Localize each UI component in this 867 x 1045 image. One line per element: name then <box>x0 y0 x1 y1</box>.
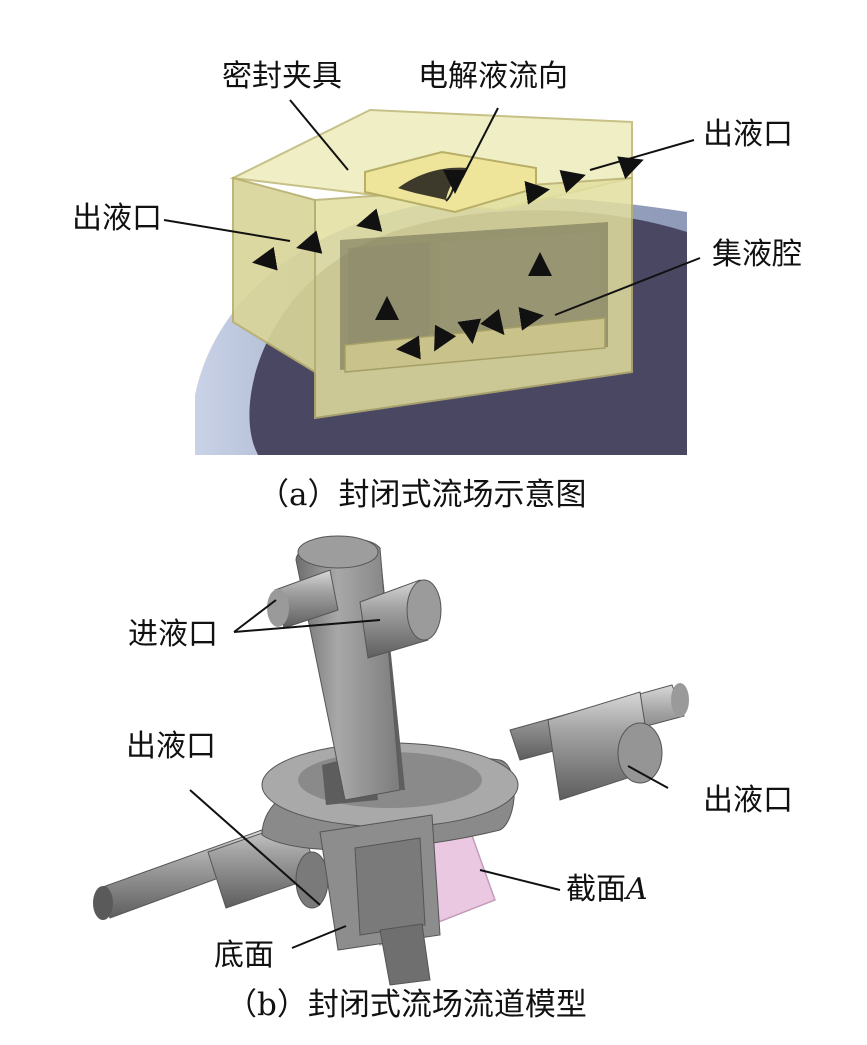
label-bottom: 底面 <box>214 938 274 973</box>
label-outlet-left-a: 出液口 <box>72 201 162 236</box>
flow-channel-model <box>93 535 689 986</box>
label-outlet-right-a: 出液口 <box>703 117 793 152</box>
label-seal-clamp: 密封夹具 <box>222 59 342 94</box>
label-electrolyte-flow: 电解液流向 <box>418 59 568 94</box>
label-outlet-left-b: 出液口 <box>126 729 216 764</box>
caption-a: （a）封闭式流场示意图 <box>258 477 587 513</box>
label-section-a: 截面A <box>566 875 648 905</box>
label-collection-cavity: 集液腔 <box>712 237 802 272</box>
caption-b: （b）封闭式流场流道模型 <box>226 987 587 1023</box>
section-variable: A <box>626 872 648 907</box>
figure-b-leaders <box>189 599 669 949</box>
flow-arrows <box>252 156 644 360</box>
label-outlet-right-b: 出液口 <box>703 783 793 818</box>
figure-a-leaders <box>163 99 701 316</box>
label-inlet: 进液口 <box>128 617 218 652</box>
section-prefix: 截面 <box>566 872 626 907</box>
